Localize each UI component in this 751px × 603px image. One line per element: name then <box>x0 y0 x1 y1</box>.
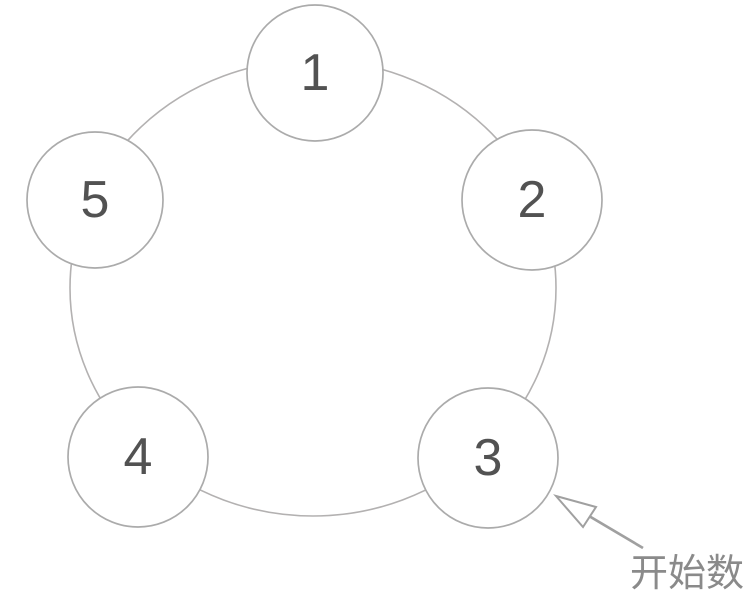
start-counting-label: 开始数 <box>630 553 744 595</box>
node-3-circle <box>417 387 559 529</box>
node-4-label: 4 <box>124 428 153 486</box>
node-1-label: 1 <box>301 44 330 102</box>
node-4-circle <box>67 386 209 528</box>
node-5-label: 5 <box>81 171 110 229</box>
node-2-circle <box>461 129 603 271</box>
node-1: 1 <box>246 4 384 142</box>
node-1-circle <box>246 4 384 142</box>
node-2-label: 2 <box>518 171 547 229</box>
annotation-arrow-shaft <box>588 514 644 550</box>
node-5: 5 <box>26 131 164 269</box>
node-3: 3 <box>417 387 559 529</box>
node-4: 4 <box>67 386 209 528</box>
node-5-circle <box>26 131 164 269</box>
annotation-arrow-head-icon <box>553 494 598 529</box>
node-2: 2 <box>461 129 603 271</box>
node-3-label: 3 <box>474 429 503 487</box>
